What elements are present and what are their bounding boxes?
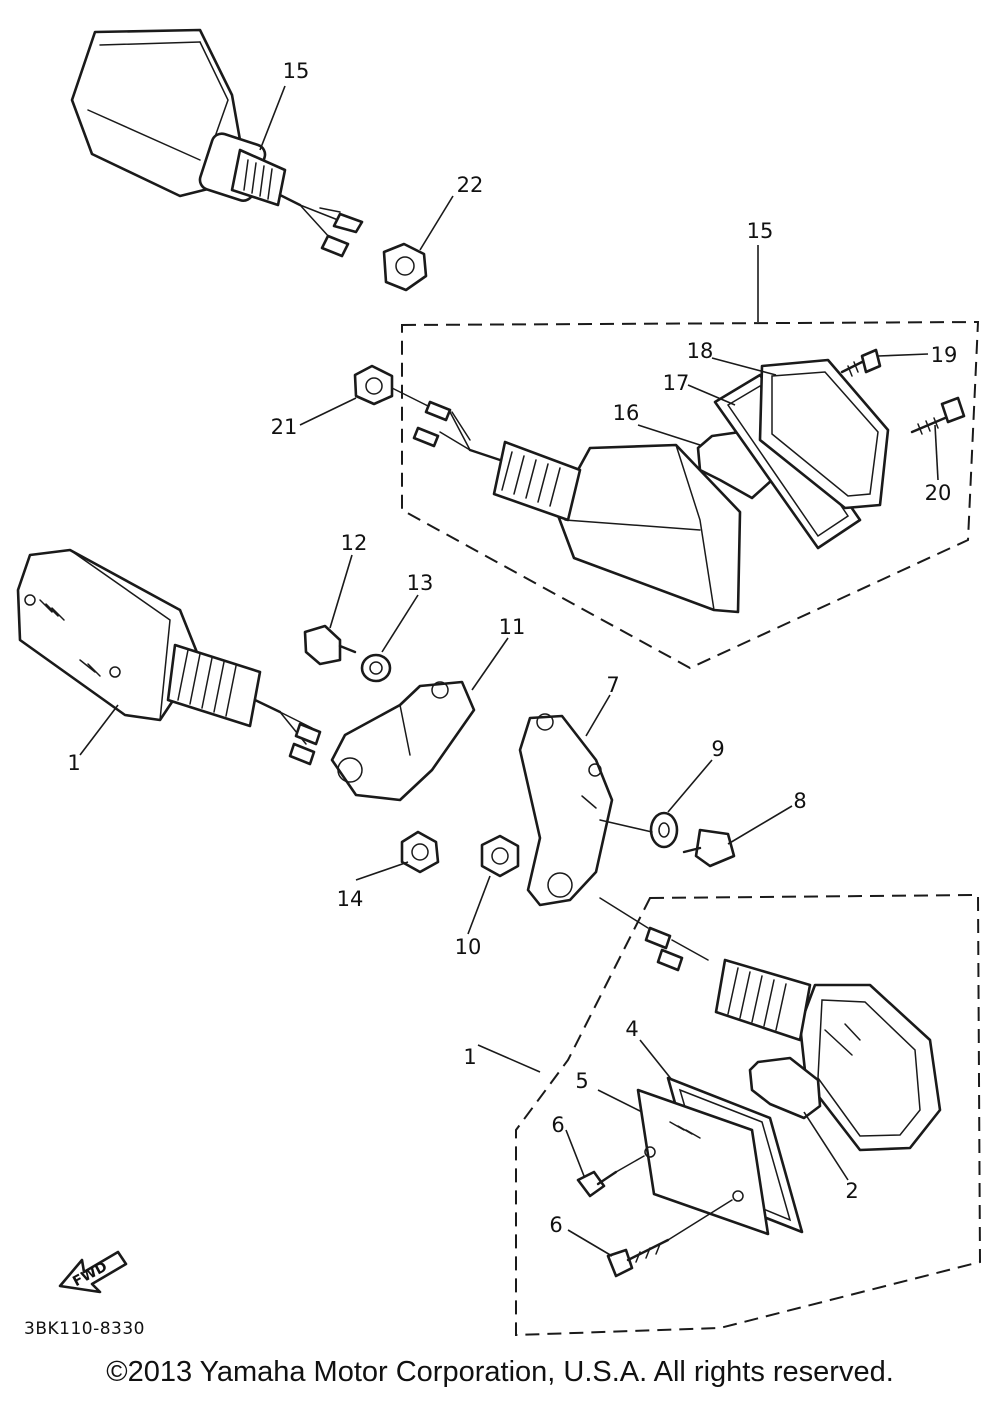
copyright-notice: ©2013 Yamaha Motor Corporation, U.S.A. A… bbox=[106, 1356, 894, 1388]
bolt-12 bbox=[303, 624, 357, 666]
washer-13 bbox=[360, 653, 392, 683]
turn-signal-front-left bbox=[16, 548, 322, 766]
diagram-code: 3BK110-8330 bbox=[24, 1319, 145, 1339]
flange-nut-14 bbox=[400, 830, 440, 874]
callout-15-top: 15 bbox=[283, 59, 310, 83]
callout-6: 6 bbox=[549, 1213, 562, 1237]
alignment-line-9 bbox=[599, 819, 653, 833]
callout-9: 9 bbox=[711, 737, 724, 761]
callout-19: 19 bbox=[931, 343, 958, 367]
bolt-8 bbox=[682, 828, 736, 868]
callout-11: 11 bbox=[499, 615, 526, 639]
callout-1-left: 1 bbox=[67, 751, 80, 775]
callout-3: 4 bbox=[625, 1017, 638, 1041]
callout-5: 6 bbox=[551, 1113, 564, 1137]
callout-17: 17 bbox=[663, 371, 690, 395]
callout-labels: 15 22 15 21 18 17 16 19 20 12 13 11 1 14… bbox=[67, 59, 957, 1237]
assembly-boundary-15 bbox=[401, 320, 980, 670]
wire-lead-1 bbox=[599, 897, 709, 961]
callout-12: 12 bbox=[341, 531, 368, 555]
callout-18: 18 bbox=[687, 339, 714, 363]
screw-20 bbox=[910, 396, 966, 435]
flange-nut-10 bbox=[480, 834, 520, 878]
bracket-11 bbox=[330, 680, 476, 802]
callout-20: 20 bbox=[925, 481, 952, 505]
connector-21b bbox=[412, 426, 440, 448]
screw-6 bbox=[606, 1199, 733, 1278]
callout-2: 2 bbox=[845, 1179, 858, 1203]
callout-1-box: 1 bbox=[463, 1045, 476, 1069]
callout-21: 21 bbox=[271, 415, 298, 439]
lens-18 bbox=[758, 358, 890, 510]
callout-16: 16 bbox=[613, 401, 640, 425]
connector-21a bbox=[424, 400, 452, 422]
callout-15-box: 15 bbox=[747, 219, 774, 243]
screw-5 bbox=[576, 1155, 645, 1198]
connector-1b bbox=[656, 948, 684, 972]
fwd-arrow-icon: FWD bbox=[58, 1250, 128, 1294]
bulb-2 bbox=[748, 1056, 822, 1120]
callout-13: 13 bbox=[407, 571, 434, 595]
bracket-7 bbox=[518, 713, 614, 907]
callout-8: 8 bbox=[793, 789, 806, 813]
callout-7: 7 bbox=[606, 673, 619, 697]
lens-4 bbox=[636, 1088, 770, 1236]
callout-22: 22 bbox=[457, 173, 484, 197]
turn-signal-front-right bbox=[714, 958, 942, 1152]
connector-1a bbox=[644, 926, 672, 950]
flange-nut-22 bbox=[382, 242, 428, 292]
flange-nut-21 bbox=[353, 364, 394, 406]
callout-10: 10 bbox=[455, 935, 482, 959]
callout-14: 14 bbox=[337, 887, 364, 911]
turn-signal-rear-right bbox=[439, 411, 742, 614]
turn-signal-rear-left bbox=[70, 28, 364, 258]
screw-19 bbox=[840, 348, 882, 377]
washer-9 bbox=[649, 811, 679, 849]
leader-lines bbox=[79, 85, 939, 1257]
callout-4: 5 bbox=[575, 1069, 588, 1093]
assembly-boundary-1 bbox=[515, 893, 982, 1337]
